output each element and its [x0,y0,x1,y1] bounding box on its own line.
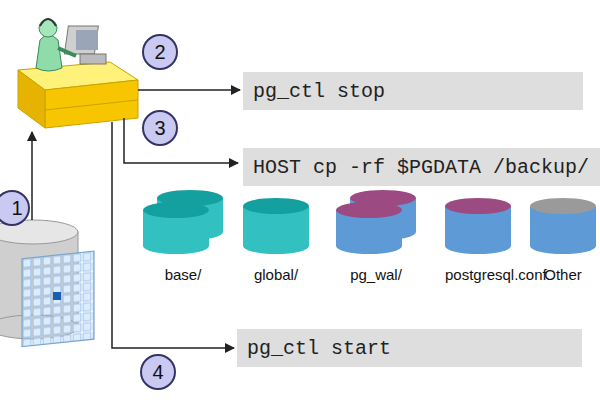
file-cylinder: base/ [143,188,223,278]
command-box: pg_ctl stop [243,72,583,110]
database-icon [0,220,94,347]
cylinder-shape [336,188,416,258]
callout-number: 3 [154,117,165,140]
cylinder-label: base/ [143,266,223,283]
file-cylinder: postgresql.conf [445,188,511,278]
cylinder-label: Other [530,266,596,283]
cylinder-shape [143,188,223,258]
file-cylinder: global/ [243,188,309,278]
callout-circle: 3 [142,110,178,146]
leader-lines [32,90,240,348]
workstation-icon [18,19,138,128]
callout-number: 2 [154,41,165,64]
command-text: pg_ctl stop [253,80,385,103]
command-text: HOST cp -rf $PGDATA /backup/ [253,156,589,179]
callout-circle: 2 [142,34,178,70]
cylinder-label: pg_wal/ [336,266,416,283]
callout-number: 1 [11,197,22,220]
callout-number: 4 [152,361,163,384]
command-box: pg_ctl start [237,329,582,367]
command-box: HOST cp -rf $PGDATA /backup/ [243,148,600,186]
command-text: pg_ctl start [247,337,391,360]
callout-circle: 4 [140,354,176,390]
cylinder-label: postgresql.conf [445,266,511,283]
cylinder-label: global/ [243,266,309,283]
file-cylinder: pg_wal/ [336,188,416,278]
cylinder-shape [243,188,309,258]
cylinder-shape [445,188,511,258]
cylinder-shape [530,188,596,258]
file-cylinder: Other [530,188,596,278]
